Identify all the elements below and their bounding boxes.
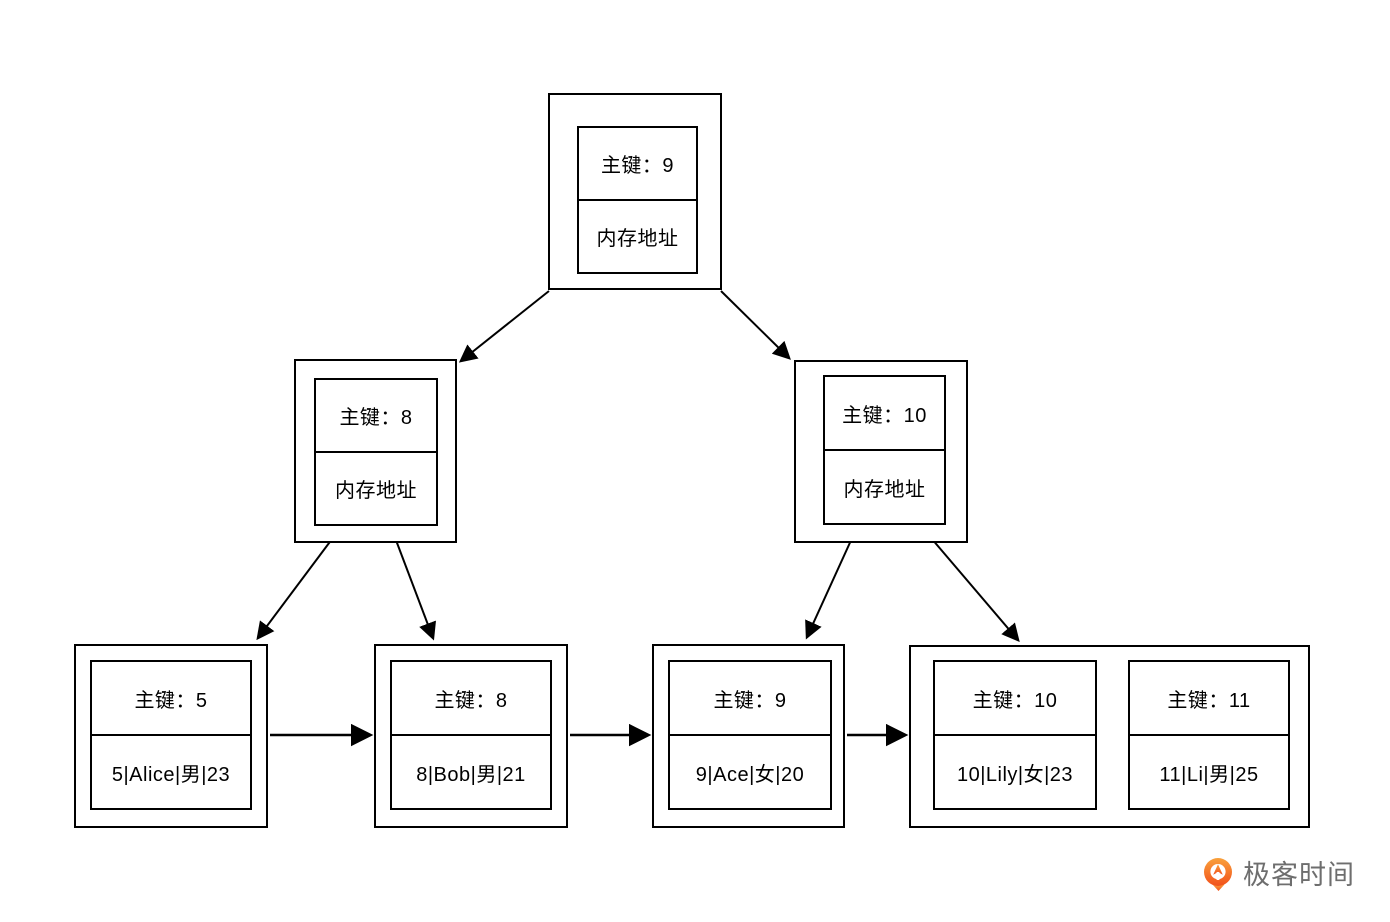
brand-logo: 极客时间 [1203, 858, 1355, 892]
node-branch-right: 主键：10 内存地址 [794, 360, 968, 543]
node-branch-left: 主键：8 内存地址 [294, 359, 457, 543]
node-leaf-11-record: 主键：11 11|Li|男|25 [1128, 660, 1290, 810]
node-branch-right-record: 主键：10 内存地址 [823, 375, 946, 525]
node-leaf-9: 主键：9 9|Ace|女|20 [652, 644, 845, 828]
node-leaf-5-record: 主键：5 5|Alice|男|23 [90, 660, 252, 810]
node-branch-left-value: 内存地址 [335, 480, 417, 502]
node-root-value: 内存地址 [596, 228, 679, 250]
node-leaf-5-value: 5|Alice|男|23 [111, 763, 231, 786]
node-branch-left-key: 主键：8 [316, 380, 436, 453]
node-branch-right-value: 内存地址 [843, 478, 926, 501]
node-root-record: 主键：9 内存地址 [577, 126, 698, 274]
edge-branch-left-to-leaf-5 [256, 526, 342, 641]
node-leaf-11-key: 主键：11 [1130, 662, 1288, 736]
node-branch-left-record: 主键：8 内存地址 [314, 378, 438, 526]
node-leaf-10-record: 主键：10 10|Lily|女|23 [933, 660, 1097, 810]
geektime-logo-icon [1204, 858, 1232, 891]
node-leaf-11-value: 11|Li|男|25 [1159, 763, 1259, 786]
node-root: 主键：9 内存地址 [548, 93, 722, 290]
edge-root-to-branch-left [458, 290, 550, 363]
node-leaf-5: 主键：5 5|Alice|男|23 [74, 644, 268, 828]
node-branch-right-key: 主键：10 [825, 377, 944, 451]
node-leaf-8: 主键：8 8|Bob|男|21 [374, 644, 568, 828]
node-leaf-9-value: 9|Ace|女|20 [695, 763, 805, 786]
edge-root-to-branch-right [720, 290, 791, 360]
node-leaf-5-key: 主键：5 [92, 662, 250, 736]
node-root-key: 主键：9 [579, 128, 696, 201]
node-leaf-10-11: 主键：10 10|Lily|女|23 主键：11 11|Li|男|25 [909, 645, 1310, 828]
node-leaf-8-record: 主键：8 8|Bob|男|21 [390, 660, 552, 810]
node-leaf-8-key: 主键：8 [392, 662, 550, 736]
node-leaf-9-key: 主键：9 [670, 662, 830, 736]
node-leaf-10-value: 10|Lily|女|23 [956, 763, 1074, 786]
brand-name: 极客时间 [1243, 859, 1355, 890]
edge-branch-left-to-leaf-8 [390, 526, 437, 641]
node-leaf-8-value: 8|Bob|男|21 [416, 763, 526, 786]
node-leaf-9-record: 主键：9 9|Ace|女|20 [668, 660, 832, 810]
node-leaf-10-key: 主键：10 [935, 662, 1095, 736]
